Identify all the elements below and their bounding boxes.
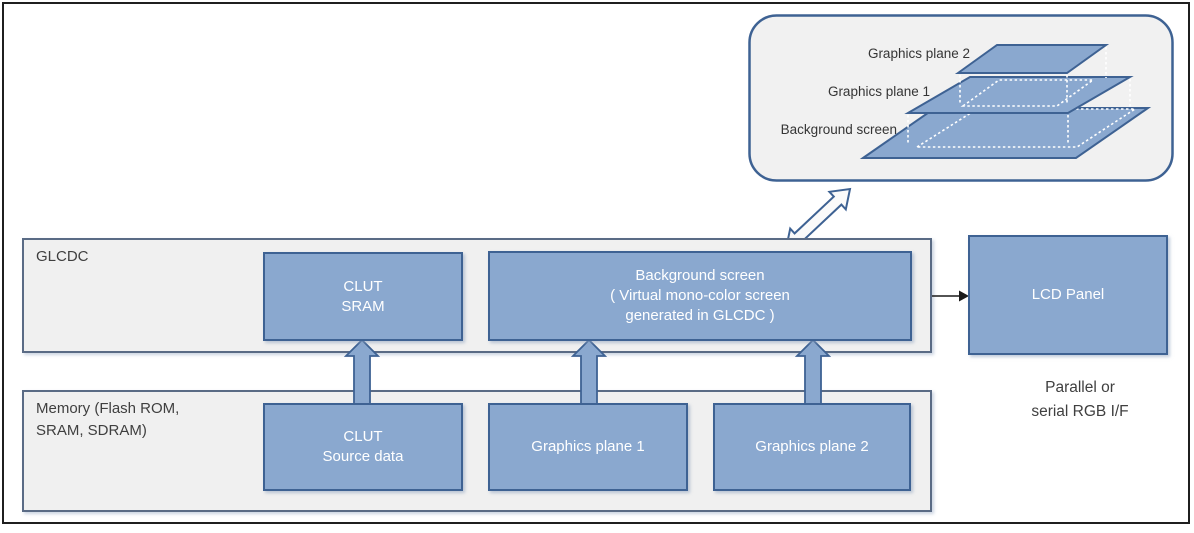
up-arrow-icon (794, 338, 832, 406)
memory-label: Memory (Flash ROM, SRAM, SDRAM) (36, 400, 180, 439)
clut-source-box: CLUT Source data (263, 403, 463, 491)
interface-label: Parallel or serial RGB I/F (1031, 379, 1129, 421)
graphics-plane-1-label: Graphics plane 1 (827, 84, 930, 99)
layer-stack-illustration: Graphics plane 2 Graphics plane 1 Backgr… (748, 14, 1174, 182)
graphics-plane-2-text: Graphics plane 2 (755, 438, 869, 456)
graphics-plane-1-box: Graphics plane 1 (488, 403, 688, 491)
graphics-plane-1-plane (904, 76, 1134, 114)
up-arrow-icon (570, 338, 608, 406)
layer-stack-graphic (748, 14, 1174, 182)
lcd-panel-box: LCD Panel (968, 235, 1168, 355)
projection-outline (914, 108, 1138, 148)
graphics-plane-2-label: Graphics plane 2 (867, 46, 970, 61)
graphics-plane-2-box: Graphics plane 2 (713, 403, 911, 491)
right-arrow-icon (932, 290, 969, 302)
background-screen-text: Background screen ( Virtual mono-color s… (610, 267, 790, 324)
background-screen-box: Background screen ( Virtual mono-color s… (488, 251, 912, 341)
glcdc-label: GLCDC (36, 248, 89, 265)
background-screen-plane (859, 107, 1152, 159)
clut-source-text: CLUT Source data (322, 428, 404, 465)
clut-sram-text: CLUT SRAM (341, 277, 385, 315)
graphics-plane-2-plane (954, 44, 1110, 74)
background-screen-label: Background screen (780, 122, 897, 137)
clut-sram-box: CLUT SRAM (263, 252, 463, 341)
graphics-plane-1-text: Graphics plane 1 (531, 438, 645, 456)
lcd-panel-text: LCD Panel (1031, 286, 1105, 304)
up-arrow-icon (343, 338, 381, 406)
